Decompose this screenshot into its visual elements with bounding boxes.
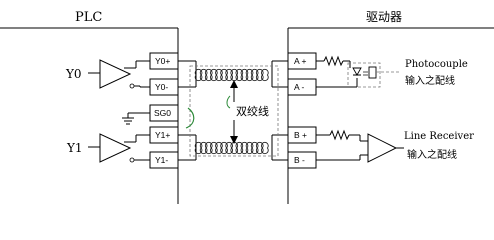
signal-label-y1: Y1 xyxy=(66,141,83,155)
svg-text:Y0-: Y0- xyxy=(155,82,168,92)
resistor-icon xyxy=(323,55,344,67)
driver-terminal-b-plus: B + xyxy=(287,126,317,144)
plc-terminal-y0-minus: Y0- xyxy=(149,78,179,96)
twisted-pair-label: 双绞线 xyxy=(236,104,269,118)
twisted-pair-top xyxy=(178,60,288,88)
photocoupler-input-circuit xyxy=(316,55,400,88)
plc-terminal-sg0: SG0 xyxy=(149,104,179,122)
cable-shield-outline xyxy=(189,65,279,157)
wiring-diagram: PLC 驱动器 Y0 Y0+ Y0- SG0 Y1+ Y1- xyxy=(0,10,494,204)
plc-terminal-y1-minus: Y1- xyxy=(149,151,179,169)
svg-text:Y0+: Y0+ xyxy=(155,56,170,66)
driver-title: 驱动器 xyxy=(366,10,402,24)
line-driver-y1 xyxy=(99,133,150,163)
resistor-icon xyxy=(329,129,350,141)
line-receiver-label: Line Receiver xyxy=(404,131,474,142)
ground-icon xyxy=(122,112,150,125)
photocoupler-desc: 输入之配线 xyxy=(405,74,455,87)
svg-text:B -: B - xyxy=(294,155,305,165)
line-receiver-desc: 输入之配线 xyxy=(407,148,457,161)
plc-title: PLC xyxy=(75,10,102,25)
svg-text:Y1+: Y1+ xyxy=(155,130,170,140)
driver-terminal-b-minus: B - xyxy=(287,151,317,169)
photocoupler-outline xyxy=(347,62,381,88)
photocoupler-icon xyxy=(352,66,377,79)
driver-terminal-a-plus: A + xyxy=(287,52,317,70)
diagram-canvas: PLC 驱动器 Y0 Y0+ Y0- SG0 Y1+ Y1- xyxy=(0,10,494,204)
svg-text:A +: A + xyxy=(294,56,307,66)
shield-ground-mark xyxy=(185,107,195,129)
plc-terminal-y1-plus: Y1+ xyxy=(149,126,179,144)
svg-text:Y1-: Y1- xyxy=(155,155,168,165)
twisted-pair-arrows xyxy=(230,80,238,144)
line-receiver-icon xyxy=(367,133,398,163)
line-receiver-input-circuit xyxy=(316,129,404,163)
svg-text:B +: B + xyxy=(294,130,307,140)
twisted-pair-bottom xyxy=(178,134,288,161)
svg-text:A -: A - xyxy=(294,82,305,92)
svg-text:SG0: SG0 xyxy=(154,108,171,118)
signal-label-y0: Y0 xyxy=(65,67,82,81)
line-driver-y0 xyxy=(99,59,150,89)
plc-terminal-y0-plus: Y0+ xyxy=(149,52,179,70)
photocoupler-label: Photocouple xyxy=(405,59,468,70)
driver-terminal-a-minus: A - xyxy=(287,78,317,96)
